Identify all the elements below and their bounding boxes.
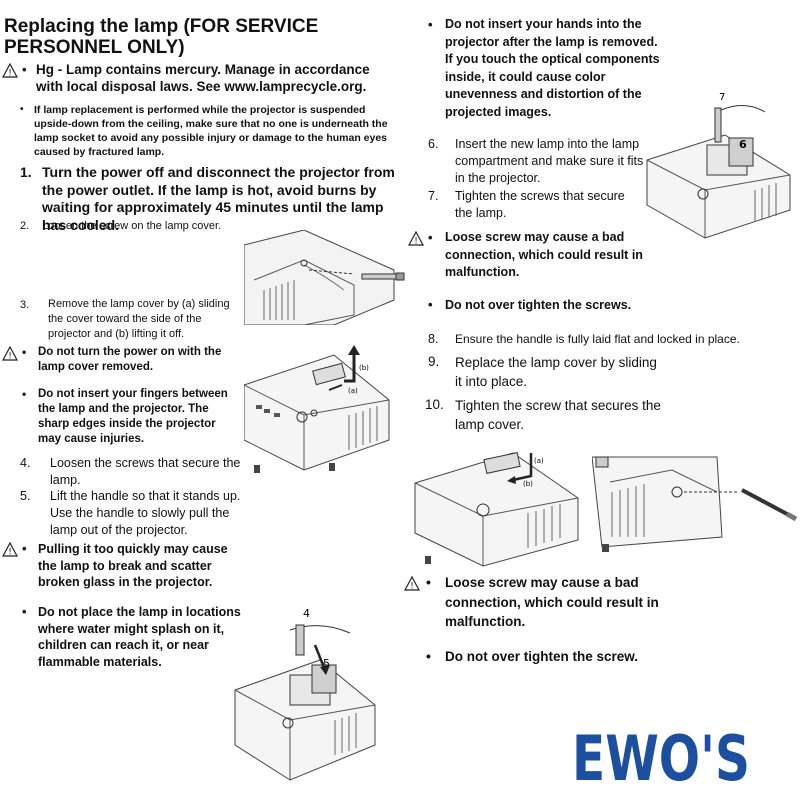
step-6: Insert the new lamp into the lamp compar… xyxy=(455,137,644,185)
svg-text:!: ! xyxy=(410,582,414,592)
step-2: Loosen the screw on the lamp cover. xyxy=(42,220,222,232)
step-4: Loosen the screws that secure the lamp. xyxy=(50,456,241,487)
svg-text:!: ! xyxy=(8,352,12,362)
hg-warning: Hg - Lamp contains mercury. Manage in ac… xyxy=(36,62,370,94)
step-9: Replace the lamp cover by sliding it int… xyxy=(455,355,657,389)
remove-lamp-cover-illustration: (b) (a) xyxy=(244,345,390,473)
step-1: Turn the power off and disconnect the pr… xyxy=(42,164,395,233)
tighten-cover-screw-illustration xyxy=(592,456,797,552)
warning-place: Do not place the lamp in locations where… xyxy=(38,605,241,669)
logo-text: EWO'S xyxy=(572,722,750,788)
svg-text:(a): (a) xyxy=(534,457,544,465)
warning-hands: Do not insert your hands into the projec… xyxy=(445,17,660,119)
warning-fingers: Do not insert your fingers between the l… xyxy=(38,388,228,445)
replace-lamp-cover-illustration: (a) (b) xyxy=(414,452,579,567)
label-b: (b) xyxy=(359,364,369,372)
warning-icon: ! xyxy=(2,63,18,79)
step-7: Tighten the screws that secure the lamp. xyxy=(455,189,625,220)
step-8: Ensure the handle is fully laid flat and… xyxy=(455,332,740,346)
warning-pull: Pulling it too quickly may cause the lam… xyxy=(38,542,228,589)
svg-text:(b): (b) xyxy=(523,480,533,488)
warning-icon: ! xyxy=(2,542,18,558)
step-3: Remove the lamp cover by (a) sliding the… xyxy=(48,298,230,340)
label-4: 4 xyxy=(303,607,310,620)
svg-text:!: ! xyxy=(8,548,12,558)
warning-tight-2: Do not over tighten the screw. xyxy=(445,649,639,664)
svg-text:!: ! xyxy=(414,237,418,247)
brand-logo: EWO'S xyxy=(572,722,750,788)
warning-tight-1: Do not over tighten the screws. xyxy=(445,298,632,312)
label-6: 6 xyxy=(739,138,747,151)
suspended-note: If lamp replacement is performed while t… xyxy=(34,104,388,158)
remove-lamp-illustration: 4 5 xyxy=(234,607,376,781)
step-10: Tighten the screw that secures the lamp … xyxy=(455,398,661,432)
warning-power: Do not turn the power on with the lamp c… xyxy=(38,346,222,373)
warning-loose-screw-1: Loose screw may cause a bad connection, … xyxy=(445,230,643,279)
lamp-cover-screw-illustration xyxy=(244,230,405,325)
step-5: Lift the handle so that it stands up. Us… xyxy=(50,489,241,537)
warning-icon: ! xyxy=(404,576,420,592)
warning-icon: ! xyxy=(408,231,424,247)
warning-icon: ! xyxy=(2,346,18,362)
label-a: (a) xyxy=(348,387,358,395)
insert-lamp-illustration: 7 6 xyxy=(646,92,791,239)
warning-loose-screw-2: Loose screw may cause a bad connection, … xyxy=(445,575,659,629)
label-5: 5 xyxy=(323,657,330,670)
page-title: Replacing the lamp (FOR SERVICE PERSONNE… xyxy=(4,16,319,58)
svg-text:!: ! xyxy=(8,69,12,79)
label-7: 7 xyxy=(719,92,725,103)
